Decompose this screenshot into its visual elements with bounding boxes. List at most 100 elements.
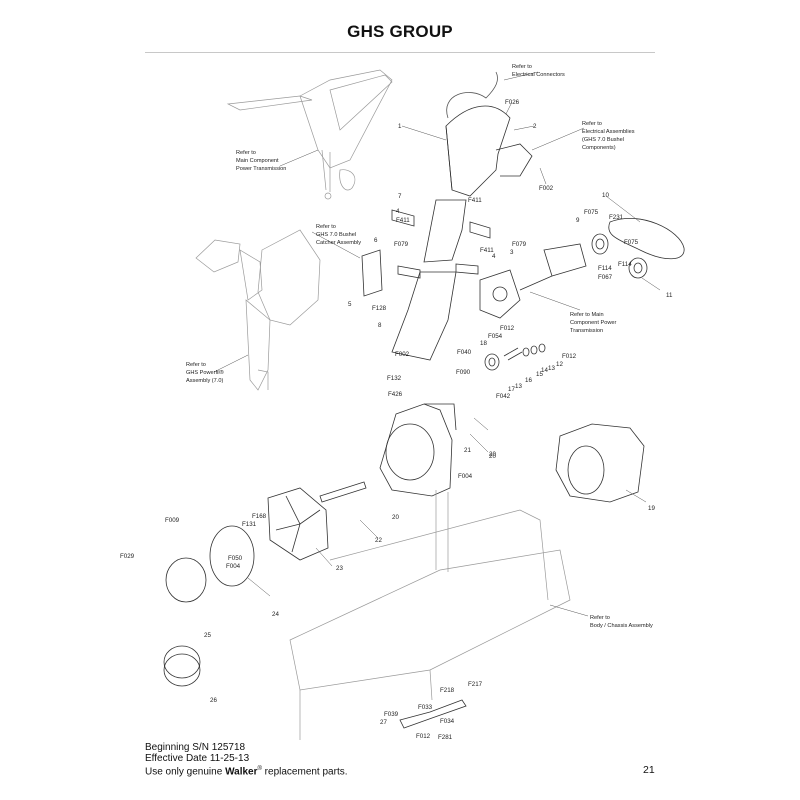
ref-ghs-powerfil-2: GHS Powerfil®: [186, 369, 225, 376]
page-title: GHS GROUP: [347, 22, 453, 41]
ref-bushel-catcher-3: Catcher Assembly: [316, 240, 361, 246]
ref-body-chassis-1: Refer to: [590, 615, 610, 621]
callout-f004b: F004: [226, 563, 241, 570]
callout-f411c: F411: [480, 247, 494, 254]
gearbox: [479, 243, 587, 319]
ref-main-component-right-2: Component Power: [570, 320, 616, 326]
callout-f004a: F004: [458, 473, 473, 480]
ref-main-component-top-2: Main Component: [236, 158, 279, 164]
callout-1: 1: [398, 123, 402, 130]
ref-electrical-assemblies-3: (GHS 7.0 Bushel: [582, 137, 624, 143]
ref-electrical-connectors-1: Refer to: [512, 64, 532, 70]
callout-f054: F054: [488, 333, 503, 340]
callout-f281: F281: [438, 734, 453, 741]
callout-labels: 1 2 3 4 4 5 6 7 8 9 10 11 12 13 13 14 15…: [120, 99, 673, 741]
callout-f012a: F012: [500, 325, 515, 332]
callout-3: 3: [510, 249, 514, 256]
brand-name: Walker: [225, 766, 258, 778]
callout-f034: F034: [440, 718, 455, 725]
ref-ghs-powerfil-1: Refer to: [186, 362, 206, 368]
callout-f426: F426: [388, 391, 403, 398]
callout-f114b: F114: [618, 261, 632, 268]
callout-f067: F067: [598, 274, 613, 281]
reference-notes: Refer to Electrical Connectors Refer to …: [186, 64, 653, 629]
ref-electrical-assemblies-4: Components): [582, 145, 616, 151]
callout-f168: F168: [252, 513, 267, 520]
callout-23: 23: [336, 565, 343, 572]
callout-f079a: F079: [394, 241, 409, 248]
callout-18: 18: [480, 340, 487, 347]
callout-15: 15: [536, 371, 543, 378]
callout-22: 22: [375, 537, 382, 544]
callout-f029: F029: [120, 553, 135, 560]
ref-main-component-right-3: Transmission: [570, 328, 603, 334]
callout-f033: F033: [418, 704, 433, 711]
mount-bracket: [399, 699, 467, 729]
ref-body-chassis-2: Body / Chassis Assembly: [590, 623, 653, 629]
callout-f090: F090: [456, 369, 471, 376]
callout-f075b: F075: [624, 239, 639, 246]
notice-suffix: replacement parts.: [261, 766, 348, 778]
callout-f411a: F411: [468, 197, 482, 204]
callout-24: 24: [272, 611, 279, 618]
callout-2: 2: [533, 123, 537, 130]
callout-f128: F128: [372, 305, 387, 312]
notice-prefix: Use only genuine: [145, 766, 226, 778]
callout-11: 11: [666, 292, 673, 299]
callout-6: 6: [374, 237, 378, 244]
callout-13: 13: [548, 365, 555, 372]
callout-21: 21: [464, 447, 471, 454]
callout-f411b: F411: [396, 217, 410, 224]
title-rule: [145, 52, 655, 53]
callout-f050: F050: [228, 555, 243, 562]
callout-10: 10: [602, 192, 609, 199]
transition-chute: [361, 199, 491, 361]
inlet-ring: [165, 557, 207, 603]
callout-8: 8: [378, 322, 382, 329]
effective-date: Effective Date 11-25-13: [145, 753, 250, 765]
callout-f040: F040: [457, 349, 472, 356]
callout-f002a: F002: [539, 185, 554, 192]
callout-14: 14: [541, 367, 548, 374]
main-component-ghost: [226, 69, 393, 200]
parts-drawing: [163, 69, 685, 740]
callout-19: 19: [648, 505, 655, 512]
callout-f009: F009: [165, 517, 180, 524]
ref-main-component-right-1: Refer to Main: [570, 312, 604, 318]
blower-housing: [379, 403, 457, 497]
callout-f231: F231: [609, 214, 624, 221]
callout-f132: F132: [387, 375, 402, 382]
inlet-screen: [163, 645, 201, 679]
powerfil-ghost: [195, 229, 321, 391]
callout-f042: F042: [496, 393, 511, 400]
callout-12: 12: [556, 361, 563, 368]
callout-9: 9: [576, 217, 580, 224]
callout-f217: F217: [468, 681, 483, 688]
callout-f114a: F114: [598, 265, 612, 272]
ref-bushel-catcher-1: Refer to: [316, 224, 336, 230]
callout-25: 25: [204, 632, 211, 639]
callout-f079b: F079: [512, 241, 527, 248]
callout-f002b: F002: [395, 351, 410, 358]
callout-7: 7: [398, 193, 402, 200]
callout-f026: F026: [505, 99, 520, 106]
impeller: [267, 487, 329, 561]
ref-electrical-connectors-2: Electrical Connectors: [512, 72, 565, 78]
chassis-ghost: [289, 490, 571, 740]
shaft: [319, 481, 367, 503]
callout-f039: F039: [384, 711, 399, 718]
callout-27: 27: [380, 719, 387, 726]
ref-electrical-assemblies-1: Refer to: [582, 121, 602, 127]
callout-f012c: F012: [416, 733, 431, 740]
cover-plate: [209, 525, 255, 587]
registered-mark: ®: [257, 766, 262, 773]
page-number: 21: [643, 764, 655, 776]
callout-26: 26: [210, 697, 217, 704]
serial-number: Beginning S/N 125718: [145, 742, 246, 753]
callout-17: 17: [508, 386, 515, 393]
ref-bushel-catcher-2: GHS 7.0 Bushel: [316, 232, 356, 238]
footer-block: Beginning S/N 125718 Effective Date 11-2…: [145, 742, 348, 778]
blower-housing-alt: [555, 423, 645, 503]
ref-ghs-powerfil-3: Assembly (7.0): [186, 378, 223, 384]
